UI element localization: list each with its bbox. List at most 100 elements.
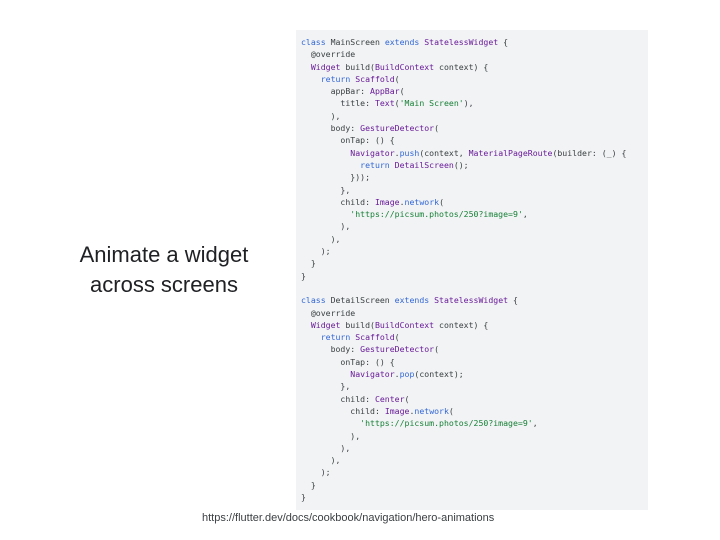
- code-line: 'https://picsum.photos/250?image=9',: [301, 417, 648, 429]
- code-token: extends: [384, 37, 425, 47]
- code-token: (context);: [414, 369, 464, 380]
- code-token: build(: [345, 319, 375, 330]
- code-token: GestureDetector: [360, 344, 435, 355]
- code-line: child: Image.network(: [301, 405, 648, 417]
- code-token: ),: [463, 98, 474, 109]
- code-token: (: [394, 98, 400, 109]
- code-line: }: [301, 270, 648, 282]
- code-line: [301, 282, 648, 294]
- code-block: class MainScreen extends StatelessWidget…: [296, 30, 648, 510]
- code-token: child:: [301, 405, 385, 416]
- code-token: 'https://picsum.photos/250?image=9': [360, 418, 533, 429]
- code-token: );: [301, 467, 331, 478]
- code-token: DetailScreen: [394, 159, 454, 170]
- code-token: (: [434, 344, 440, 355]
- code-token: },: [301, 184, 351, 195]
- code-line: @override: [301, 307, 648, 319]
- code-token: Scaffold: [355, 332, 395, 343]
- code-token: DetailScreen: [330, 295, 395, 306]
- code-line: return DetailScreen();: [301, 159, 648, 171]
- code-line: child: Center(: [301, 393, 648, 405]
- code-token: MaterialPageRoute: [468, 147, 553, 158]
- code-token: ,: [532, 418, 538, 429]
- code-line: 'https://picsum.photos/250?image=9',: [301, 208, 648, 220]
- code-token: 'Main Screen': [399, 98, 464, 109]
- code-token: (: [434, 123, 440, 134]
- code-token: }: [301, 479, 316, 490]
- code-line: ),: [301, 430, 648, 442]
- code-line: @override: [301, 48, 648, 60]
- code-token: (: [394, 73, 400, 84]
- code-token: child:: [301, 196, 375, 207]
- slide-title-line-1: Animate a widget: [79, 242, 249, 267]
- code-token: (: [448, 405, 454, 416]
- code-token: {: [498, 37, 509, 47]
- code-token: ),: [301, 110, 341, 121]
- code-line: onTap: () {: [301, 134, 648, 146]
- code-token: return: [320, 73, 356, 84]
- code-token: GestureDetector: [360, 123, 435, 134]
- code-token: );: [301, 246, 331, 257]
- code-token: (: [404, 393, 410, 404]
- code-token: .: [409, 405, 415, 416]
- code-token: Image: [384, 405, 410, 416]
- code-line: Widget build(BuildContext context) {: [301, 61, 648, 73]
- code-token: class: [301, 295, 331, 306]
- code-token: onTap: () {: [301, 356, 395, 367]
- code-line: },: [301, 380, 648, 392]
- code-token: Widget: [310, 61, 346, 72]
- code-token: BuildContext: [374, 319, 435, 330]
- code-line: onTap: () {: [301, 356, 648, 368]
- code-token: return: [360, 159, 395, 170]
- code-line: class MainScreen extends StatelessWidget…: [301, 36, 648, 48]
- code-token: ),: [301, 221, 351, 232]
- code-line: }));: [301, 171, 648, 183]
- code-token: Scaffold: [355, 73, 395, 84]
- code-line: class DetailScreen extends StatelessWidg…: [301, 294, 648, 306]
- code-token: context) {: [434, 61, 489, 72]
- code-token: onTap: () {: [301, 135, 395, 146]
- code-token: push: [399, 147, 420, 158]
- code-token: Text: [374, 98, 395, 109]
- code-line: Navigator.pop(context);: [301, 368, 648, 380]
- code-line: child: Image.network(: [301, 196, 648, 208]
- code-line: );: [301, 245, 648, 257]
- code-line: ),: [301, 442, 648, 454]
- code-token: pop: [399, 369, 415, 380]
- code-token: [301, 74, 321, 84]
- code-token: return: [320, 332, 356, 343]
- code-token: .: [394, 369, 400, 380]
- code-token: ),: [301, 442, 351, 453]
- code-token: ),: [301, 233, 341, 244]
- code-token: }: [301, 491, 306, 502]
- source-link[interactable]: https://flutter.dev/docs/cookbook/naviga…: [202, 512, 495, 524]
- code-token: [301, 369, 350, 379]
- code-line: appBar: AppBar(: [301, 85, 648, 97]
- code-token: @override: [301, 307, 356, 318]
- code-token: (: [399, 86, 405, 97]
- code-line: ),: [301, 454, 648, 466]
- code-token: body:: [301, 123, 361, 134]
- code-token: [301, 209, 350, 219]
- code-token: [301, 148, 350, 158]
- code-line: title: Text('Main Screen'),: [301, 97, 648, 109]
- code-token: }: [301, 270, 306, 281]
- code-line: return Scaffold(: [301, 331, 648, 343]
- code-token: Navigator: [350, 369, 395, 380]
- code-token: MainScreen: [330, 37, 385, 47]
- code-token: BuildContext: [374, 61, 435, 72]
- code-token: StatelessWidget: [434, 295, 509, 306]
- code-line: );: [301, 466, 648, 478]
- code-token: [301, 160, 360, 170]
- code-token: (: [394, 332, 400, 343]
- code-line: body: GestureDetector(: [301, 122, 648, 134]
- code-line: },: [301, 184, 648, 196]
- code-line: Navigator.push(context, MaterialPageRout…: [301, 147, 648, 159]
- code-token: }));: [301, 172, 371, 183]
- code-token: Widget: [310, 319, 346, 330]
- code-line: ),: [301, 220, 648, 232]
- code-token: AppBar: [370, 86, 400, 97]
- code-token: }: [301, 258, 316, 269]
- code-token: ,: [522, 209, 528, 220]
- slide-title-line-2: across screens: [90, 272, 238, 297]
